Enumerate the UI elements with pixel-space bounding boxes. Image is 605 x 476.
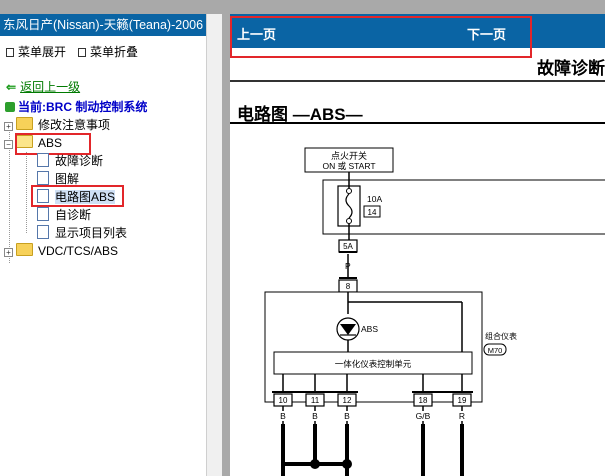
circuit-highlight-box <box>31 185 124 207</box>
prev-page-link[interactable]: 上一页 <box>237 27 277 42</box>
connector-8: 8 <box>346 282 351 291</box>
back-link-label: 返回上一级 <box>20 80 81 94</box>
document-icon <box>37 225 49 239</box>
combination-meter-box <box>264 291 483 403</box>
tree-item-label: ABS <box>38 136 63 150</box>
tree-item-vdc[interactable]: + VDC/TCS/ABS <box>4 242 118 260</box>
tree-item-label: 自诊断 <box>55 208 92 222</box>
collapse-icon <box>78 48 86 57</box>
page-nav-bar: 上一页 下一页 <box>230 14 605 48</box>
collapse-minus-icon: − <box>4 140 13 149</box>
tree-item-label-selected: 电路图ABS <box>55 190 116 204</box>
menu-expand-label: 菜单展开 <box>18 45 67 59</box>
tree-item-label: 图解 <box>55 172 80 186</box>
combo-meter-connector: M70 <box>488 346 503 355</box>
wire-color-p: P <box>345 261 351 271</box>
window-top-strip <box>0 0 605 14</box>
combo-meter-label: 组合仪表 <box>485 331 517 341</box>
tree-item-fault-diagnosis[interactable]: 故障诊断 <box>37 152 103 170</box>
tree-line-root <box>9 125 10 263</box>
wire-color-pin10: B <box>280 411 286 421</box>
fuse-rating: 10A <box>367 194 382 204</box>
fuse-number: 14 <box>368 208 377 217</box>
content-frame-border <box>222 14 230 476</box>
wire-color-pin19: R <box>459 411 465 421</box>
current-section-icon <box>5 102 15 112</box>
tree-item-self-diagnosis[interactable]: 自诊断 <box>37 206 91 224</box>
left-panel-title: 东风日产(Nissan)-天籁(Teana)-2006 <box>0 14 206 36</box>
fuse-icon <box>345 193 353 219</box>
connector-5a: 5A <box>343 242 353 251</box>
wire-color-pin12: B <box>344 411 350 421</box>
document-icon <box>37 153 49 167</box>
tree-item-modify[interactable]: + 修改注意事项 <box>4 116 110 134</box>
expand-icon <box>6 48 14 57</box>
output-wires <box>281 424 464 476</box>
pin-19: 19 <box>458 396 467 405</box>
wire-color-pin18: G/B <box>416 411 431 421</box>
menu-collapse-button[interactable]: 菜单折叠 <box>78 42 138 62</box>
pin-12: 12 <box>343 396 352 405</box>
expand-plus-icon: + <box>4 122 13 131</box>
document-icon <box>37 207 49 221</box>
abs-circuit-diagram: 点火开关 ON 或 START 10A 14 5A P 8 ABS <box>264 147 605 476</box>
tree-item-label: VDC/TCS/ABS <box>38 244 119 258</box>
control-unit-box <box>273 351 473 375</box>
document-icon <box>37 189 49 203</box>
menu-collapse-label: 菜单折叠 <box>90 45 139 59</box>
ignition-switch-label: 点火开关 <box>331 150 367 161</box>
wire-color-pin11: B <box>312 411 318 421</box>
control-unit-label: 一体化仪表控制单元 <box>335 359 412 369</box>
ignition-state-label: ON 或 START <box>322 161 375 171</box>
ignition-switch: 点火开关 ON 或 START <box>304 147 394 173</box>
folder-icon <box>16 243 33 256</box>
back-link[interactable]: ⇐返回上一级 <box>6 78 80 95</box>
left-nav-panel: 东风日产(Nissan)-天籁(Teana)-2006 菜单展开 菜单折叠 ⇐返… <box>0 14 206 476</box>
content-panel: 上一页 下一页 故障诊断 电路图 —ABS— 点火开关 ON 或 START 1… <box>230 14 605 476</box>
current-section: 当前:BRC 制动控制系统 <box>5 98 147 115</box>
menu-expand-button[interactable]: 菜单展开 <box>6 42 66 62</box>
next-page-link[interactable]: 下一页 <box>467 27 507 42</box>
expand-plus-icon: + <box>4 248 13 257</box>
tree-item-label: 故障诊断 <box>55 154 104 168</box>
tree-item-display-list[interactable]: 显示项目列表 <box>37 224 127 242</box>
tree-item-label: 显示项目列表 <box>55 226 128 240</box>
document-icon <box>37 171 49 185</box>
panel-splitter[interactable] <box>206 14 223 476</box>
title-rule <box>230 80 605 82</box>
tree-item-circuit-abs[interactable]: 电路图ABS <box>37 188 116 206</box>
circuit-title-rule <box>230 122 605 124</box>
pin-18: 18 <box>419 396 428 405</box>
tree-line-abs <box>26 152 27 233</box>
abs-lamp-label: ABS <box>361 324 378 334</box>
abs-highlight-box <box>15 133 91 155</box>
pin-11: 11 <box>311 396 320 405</box>
tree-item-illustration[interactable]: 图解 <box>37 170 79 188</box>
tree-item-label: 修改注意事项 <box>38 118 111 132</box>
page-title: 故障诊断 <box>537 59 605 78</box>
current-section-label: 当前:BRC 制动控制系统 <box>18 100 148 114</box>
nav-highlight-box <box>230 16 532 58</box>
pin-10: 10 <box>279 396 288 405</box>
folder-icon <box>16 117 33 130</box>
back-arrow-icon: ⇐ <box>6 80 17 94</box>
circuit-title: 电路图 —ABS— <box>237 105 363 124</box>
